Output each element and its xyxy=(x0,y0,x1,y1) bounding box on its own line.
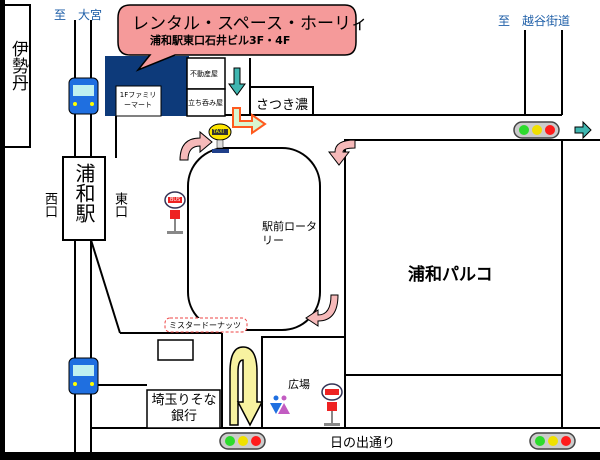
station-label: 浦和駅 xyxy=(72,163,96,223)
bus-stop-icon xyxy=(164,191,186,234)
rotary-label: 駅前ロータリー xyxy=(262,220,317,247)
traffic-light-icon xyxy=(513,121,560,139)
callout-bubble xyxy=(117,4,357,72)
toilet-icon xyxy=(270,395,290,414)
direction-koshigaya: 至 越谷街道 xyxy=(498,14,571,28)
u-turn-arrow-icon xyxy=(229,346,264,427)
direction-omiya: 至 大宮 xyxy=(54,8,103,22)
isetan-label: 伊勢丹 xyxy=(8,40,28,91)
realestate-label: 不動産屋 xyxy=(190,70,218,78)
satsuki-label: さつき濃 xyxy=(256,98,309,113)
train-icon xyxy=(68,77,99,115)
callout-title: レンタル・スペース・ホーリィ xyxy=(132,14,368,34)
right-arrow-icon xyxy=(574,120,592,140)
pink-arrow-icon xyxy=(327,139,356,166)
tachinomi-label: 立ち呑み屋 xyxy=(188,99,223,107)
bus-sign-text: BUS xyxy=(170,197,181,203)
bus-stop-icon xyxy=(321,383,343,426)
misterdonut-label: ミスタードーナッツ xyxy=(169,321,241,330)
isetan-building xyxy=(3,4,31,148)
pink-arrow-icon xyxy=(179,130,213,161)
traffic-light-icon xyxy=(219,432,266,450)
familymart-label: 1Fファミリーマート xyxy=(119,91,157,109)
traffic-light-icon xyxy=(529,432,576,450)
turn-right-arrow-icon xyxy=(232,107,267,135)
west-exit-label: 西口 xyxy=(42,192,57,218)
callout-address: 浦和駅東口石井ビル3F・4F xyxy=(150,34,291,47)
rotary xyxy=(187,147,321,331)
taxi-stop-icon xyxy=(208,123,232,153)
pink-arrow-icon xyxy=(305,294,339,327)
taxi-sign-text: TAXI xyxy=(213,129,224,135)
bank-label: 埼玉りそな銀行 xyxy=(151,393,217,424)
east-exit-label: 東口 xyxy=(112,192,127,218)
parco-label: 浦和パルコ xyxy=(408,265,493,285)
parco-building xyxy=(344,139,563,376)
plaza-label: 広場 xyxy=(288,378,310,391)
train-icon xyxy=(68,357,99,395)
down-arrow-icon xyxy=(228,67,246,96)
station-building xyxy=(62,156,106,241)
street-label: 日の出通り xyxy=(330,436,396,451)
